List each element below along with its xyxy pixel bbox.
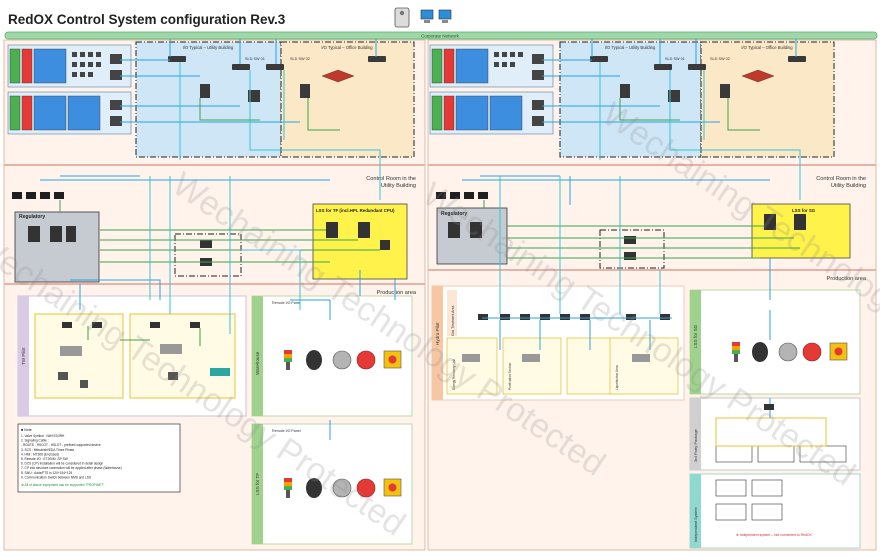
right-office-title: I/O Typical – Office Building [741, 45, 793, 50]
network-links [40, 39, 801, 440]
note-line: 6. DCS (CP) Installation will be conside… [21, 462, 103, 466]
left-regulatory-box [14, 211, 100, 283]
left-operator-pcs [12, 192, 64, 199]
right-3rdparty-vbar [690, 398, 701, 470]
note-line: ‑ ROUTE : HSCOT ‑ HSLOT ‑ prefixed suppo… [21, 443, 101, 447]
note-line: 4. HMI : MT306 (Enclosed) [21, 452, 59, 456]
left-remote-io-2: Remote I/O Panel [272, 429, 301, 433]
note-line: 2. Signaling Cable : [21, 439, 49, 443]
right-independent-vbar [690, 474, 701, 548]
right-vlabel-lsssg: LSS for SG [693, 324, 698, 348]
note-line: 7. CP Info structure connection will be … [21, 466, 122, 470]
right-sld2: SLD SW 02 [710, 57, 730, 61]
server-led-icon [399, 10, 405, 16]
monitor-icon [420, 9, 434, 20]
note-line: 3. SCS : Mitsubishi/EDA Three Phase [21, 448, 74, 452]
right-lsssg-panel [689, 289, 861, 395]
right-regulatory-label: Regulatory [441, 211, 467, 217]
server-icon [394, 7, 410, 28]
left-office-title: I/O Typical – Office Building [321, 45, 373, 50]
right-controlroom-2: Utility Building [831, 183, 866, 189]
right-sld1: SLD SW 01 [665, 57, 685, 61]
left-lsstf-vbar [252, 424, 263, 544]
right-half: I/O Typical – Utility Building I/O Typic… [427, 39, 877, 551]
monitor-icon-2 [438, 9, 452, 20]
note-line: 9. Communication Switch between NMS and … [21, 475, 91, 479]
left-sld1: SLD SW 01 [245, 57, 265, 61]
network-label: Corporate Network [421, 34, 460, 39]
left-lss-title: LSS for TF (incl.HPL Redundant CPU) [316, 208, 395, 213]
left-vlabel-warehouse: Warehouse [255, 351, 260, 375]
right-sublabel-4: Liquefaction Area [615, 365, 619, 390]
right-hydro-vbar [432, 286, 443, 400]
right-lsssg-field-devices [732, 342, 848, 362]
left-office-area [280, 41, 415, 158]
right-note-red: ※ Independent system – Not connected to … [736, 533, 813, 537]
right-lss-title: LSS for SG [792, 208, 816, 213]
left-controlroom-2: Utility Building [381, 183, 416, 189]
right-hydro-sub-1 [447, 290, 457, 336]
network-backbone [4, 31, 878, 40]
left-twpilot-box-b [129, 313, 236, 399]
right-controlroom-1: Control Room in the [816, 176, 866, 182]
monitor-base-icon [424, 20, 430, 23]
left-lsstf-field-devices [284, 478, 402, 498]
note-line: 5. Remote I/O : ET200M ‑SP SW [21, 457, 68, 461]
right-hydro-box-4 [609, 337, 679, 395]
right-lss-box [751, 203, 851, 259]
top-pc-group [394, 7, 452, 28]
right-operator-pcs [436, 192, 488, 199]
right-mid-dashed-box [599, 229, 665, 269]
right-lsssg-vbar [690, 290, 701, 394]
left-sld2: SLD SW 02 [290, 57, 310, 61]
left-warehouse-vbar [252, 296, 263, 416]
monitor-base-icon-2 [442, 20, 448, 23]
left-warehouse-field-devices [284, 350, 402, 370]
left-regulatory-label: Regulatory [19, 214, 45, 220]
right-office-area [700, 41, 835, 158]
left-controlroom-1: Control Room in the [366, 176, 416, 182]
right-vlabel-independent: Independent System [694, 507, 698, 542]
left-production-label: Production area [377, 290, 417, 296]
left-twpilot-vbar [18, 296, 29, 416]
corporate-network: Corporate Network [4, 31, 878, 40]
right-production-label: Production area [827, 276, 867, 282]
left-notes-box [17, 423, 181, 493]
left-vlabel-lsstf: LSS for TF [255, 473, 260, 495]
left-utility-title: I/O Typical – Utility Building [183, 45, 234, 50]
left-note-green: ※ All of above equipment can be supporte… [21, 483, 105, 487]
right-hydro-box-1 [446, 337, 498, 395]
right-sublabel-3: Purification Section [508, 362, 512, 390]
left-vlabel-twpilot: TW Pilot [21, 347, 26, 365]
right-sublabel-1: Gas Treatment Area [451, 306, 455, 336]
right-vlabel-hydro: Hydro Pilot [435, 322, 440, 345]
right-utility-title: I/O Typical – Utility Building [605, 45, 656, 50]
right-hydro-box-2 [502, 337, 562, 395]
page-title: RedOX Control System configuration Rev.3 [8, 12, 286, 27]
left-note-head: ■ Note [21, 428, 32, 432]
left-lss-box [312, 203, 408, 280]
left-half: I/O Typical – Utility Building I/O Typic… [3, 39, 426, 551]
right-vlabel-3rdparty: 3rd Party Package [693, 428, 698, 462]
right-sublabel-2: Energy Recovery Unit [452, 359, 456, 390]
note-line: 1. Valve Symbol : NWI ED3RH [21, 434, 65, 438]
note-line: 8. SMU : Adds/FTS in 120+154+125 [21, 471, 72, 475]
left-mid-dashed-box [174, 233, 242, 277]
left-remote-io-1: Remote I/O Panel [272, 301, 301, 305]
